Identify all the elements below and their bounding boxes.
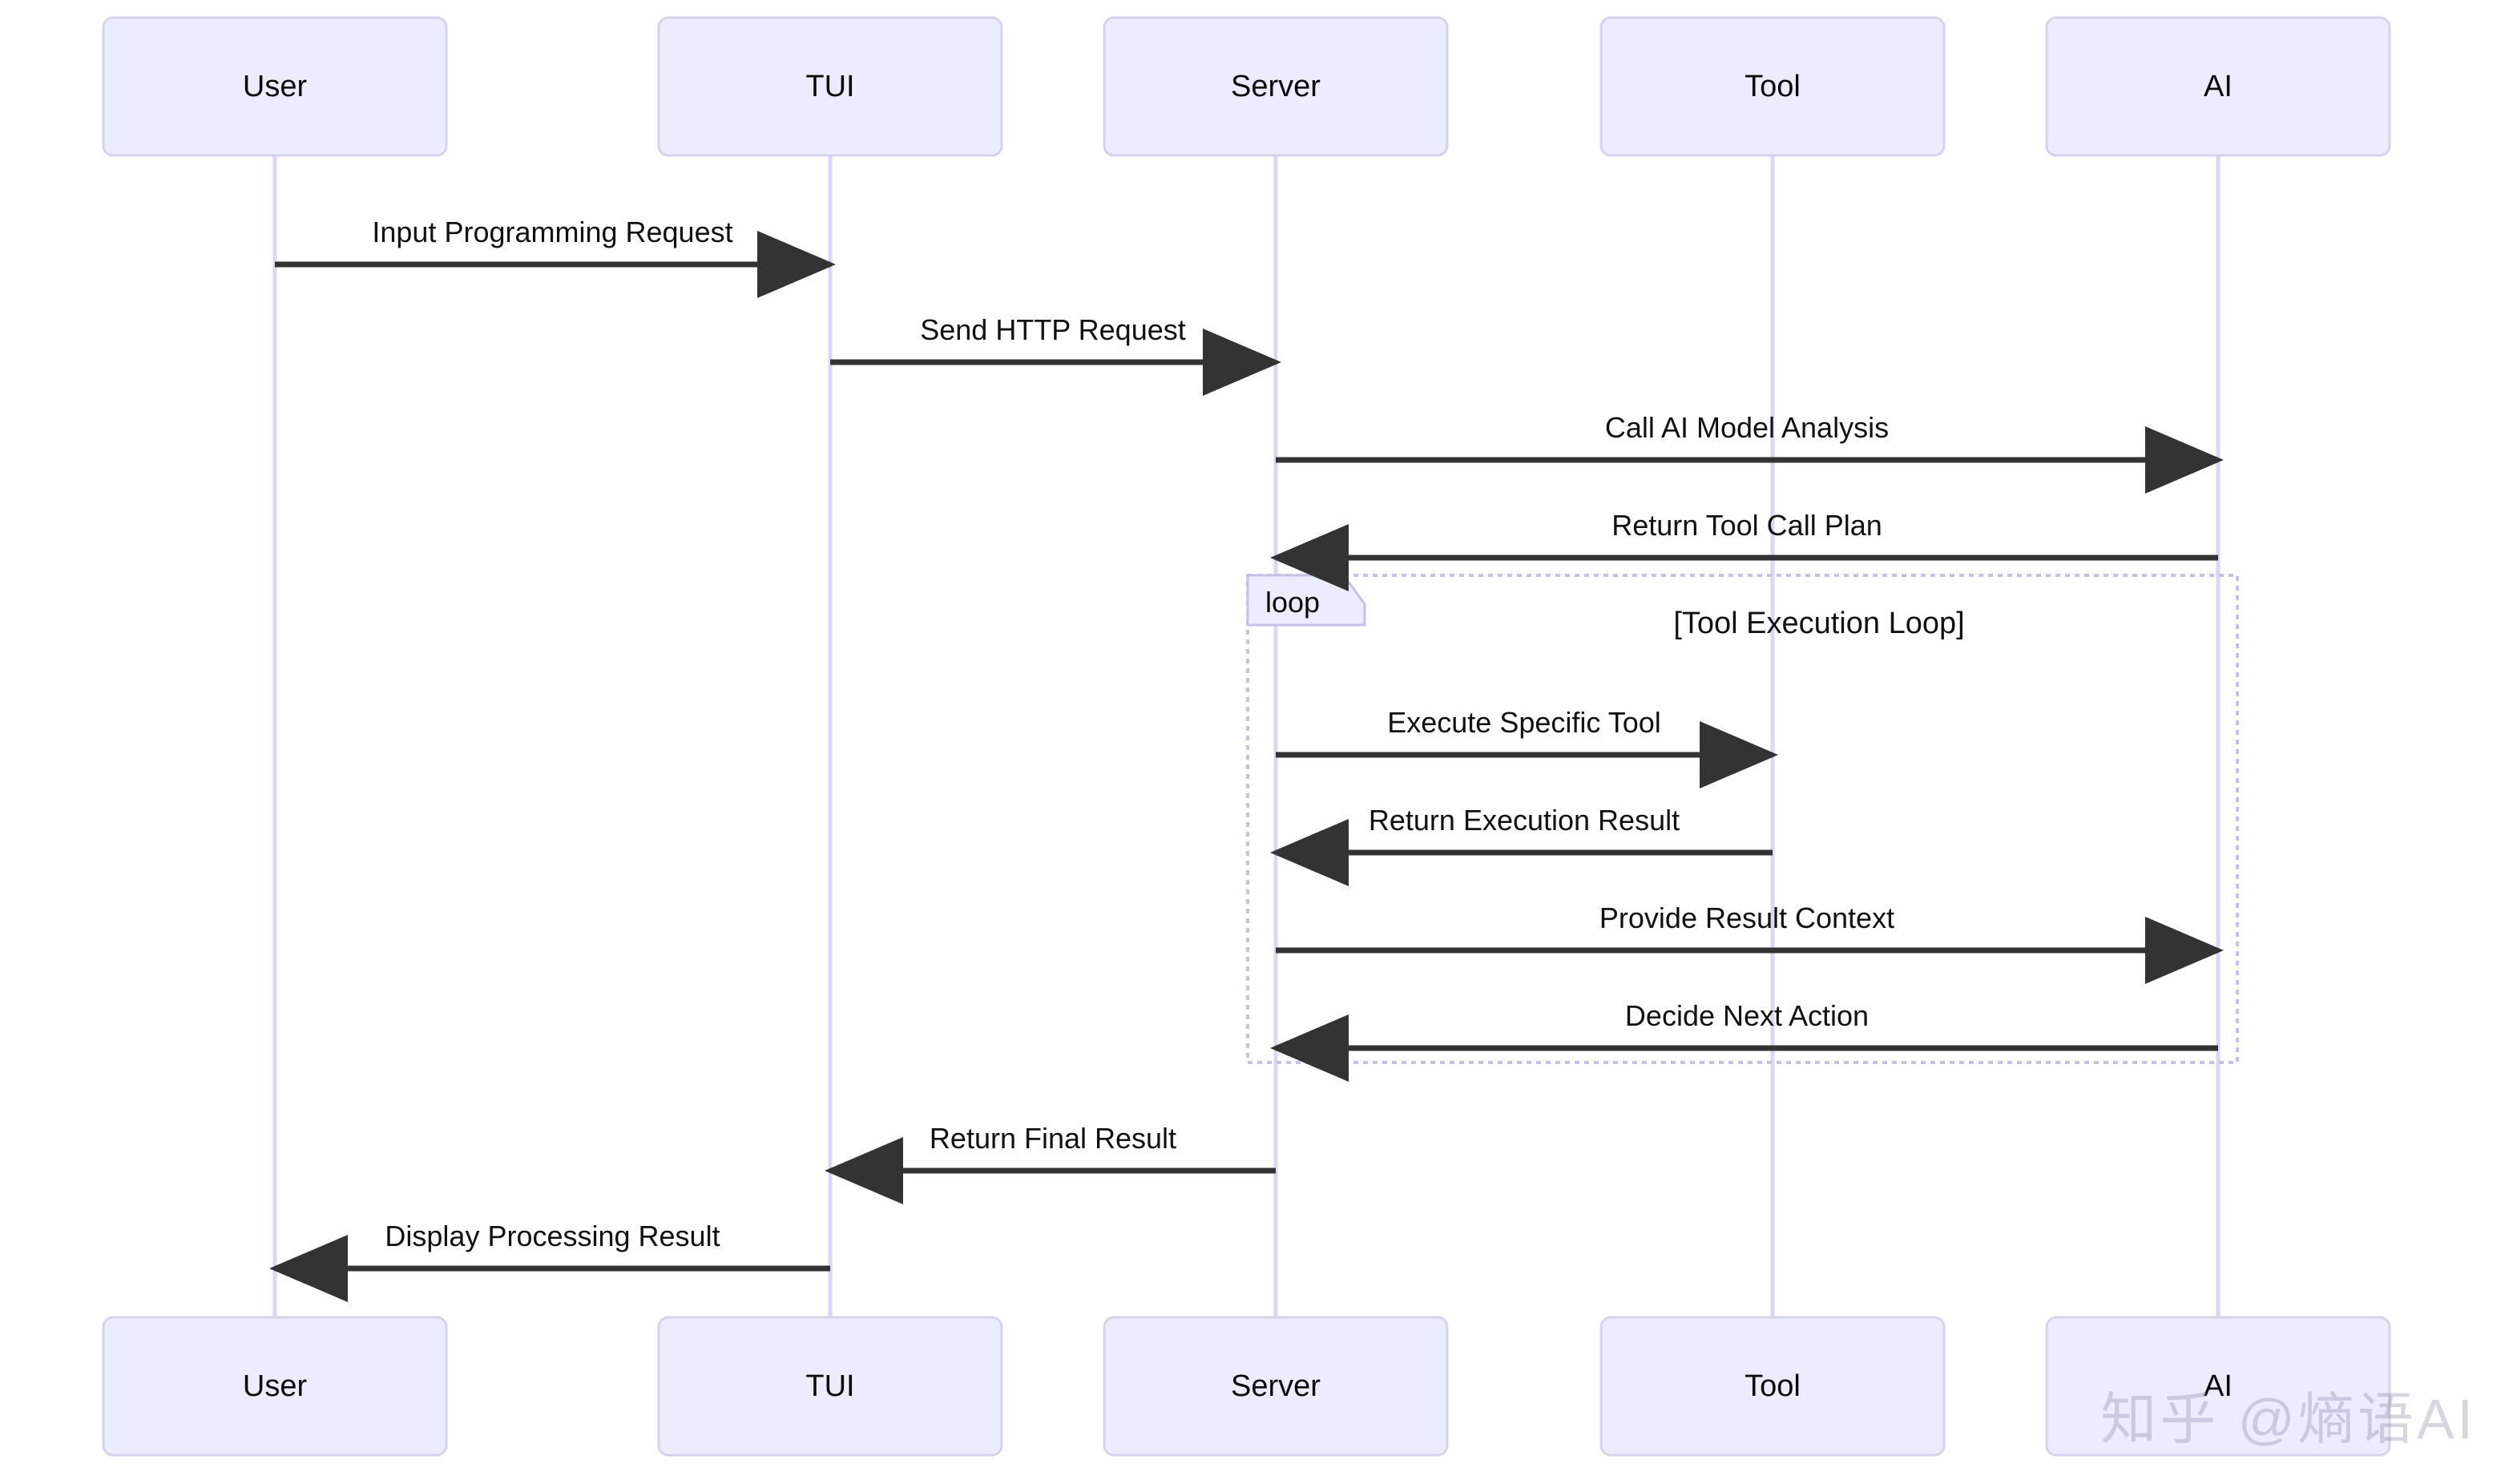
participant-box-ai-bottom[interactable] [2045, 1316, 2391, 1457]
loop-tag-label: loop [1265, 586, 1320, 619]
participant-tui-top[interactable]: TUI [657, 16, 1003, 157]
participant-box-server-bottom[interactable] [1103, 1316, 1449, 1457]
top-participants-group: User TUI Server Tool AI [102, 16, 2391, 157]
message-label-3: Return Tool Call Plan [1611, 509, 1882, 542]
bottom-participants-group: User TUI Server Tool AI [102, 1316, 2391, 1457]
message-0: Input Programming Request [275, 216, 836, 298]
participant-label-ai-bottom: AI [2204, 1369, 2233, 1403]
loop-fragment-border [1246, 574, 2239, 1064]
participant-box-tool-bottom[interactable] [1599, 1316, 1946, 1457]
participant-label-tool-bottom: Tool [1745, 1369, 1801, 1403]
participant-user-top[interactable]: User [102, 16, 448, 157]
participant-tool-bottom[interactable]: Tool [1599, 1316, 1946, 1457]
message-1: Send HTTP Request [830, 313, 1281, 396]
message-8: Return Final Result [825, 1122, 1276, 1204]
participant-server-top[interactable]: Server [1103, 16, 1449, 157]
participant-box-tool-top[interactable] [1599, 16, 1946, 157]
participant-label-tool-top: Tool [1745, 70, 1801, 103]
message-6: Provide Result Context [1276, 901, 2224, 984]
participant-box-ai-top[interactable] [2045, 16, 2391, 157]
participant-box-server-top[interactable] [1103, 16, 1449, 157]
message-label-2: Call AI Model Analysis [1605, 411, 1889, 444]
message-2: Call AI Model Analysis [1276, 411, 2224, 494]
participant-label-server-bottom: Server [1231, 1369, 1321, 1403]
message-7: Decide Next Action [1270, 999, 2218, 1082]
message-3: Return Tool Call Plan [1270, 509, 2218, 591]
participant-box-user-bottom[interactable] [102, 1316, 448, 1457]
participant-box-tui-top[interactable] [657, 16, 1003, 157]
loop-fragment-group: loop [Tool Execution Loop] [1246, 574, 2239, 1064]
participant-label-ai-top: AI [2204, 70, 2233, 103]
message-label-6: Provide Result Context [1599, 901, 1894, 934]
message-label-9: Display Processing Result [385, 1220, 720, 1252]
message-4: Execute Specific Tool [1276, 706, 1778, 788]
participant-tui-bottom[interactable]: TUI [657, 1316, 1003, 1457]
message-5: Return Execution Result [1270, 804, 1773, 886]
message-9: Display Processing Result [269, 1220, 830, 1302]
participant-server-bottom[interactable]: Server [1103, 1316, 1449, 1457]
participant-user-bottom[interactable]: User [102, 1316, 448, 1457]
message-label-4: Execute Specific Tool [1387, 706, 1661, 739]
participant-label-user-bottom: User [243, 1369, 308, 1403]
participant-label-tui-bottom: TUI [805, 1369, 854, 1403]
participant-box-user-top[interactable] [102, 16, 448, 157]
participant-label-user-top: User [243, 70, 308, 103]
participant-label-server-top: Server [1231, 70, 1321, 103]
participant-label-tui-top: TUI [805, 70, 854, 103]
participant-ai-top[interactable]: AI [2045, 16, 2391, 157]
participant-box-tui-bottom[interactable] [657, 1316, 1003, 1457]
message-label-0: Input Programming Request [372, 216, 732, 248]
message-label-5: Return Execution Result [1369, 804, 1680, 837]
message-label-1: Send HTTP Request [920, 313, 1186, 346]
participant-ai-bottom[interactable]: AI [2045, 1316, 2391, 1457]
loop-title-label: [Tool Execution Loop] [1673, 607, 1964, 640]
message-label-8: Return Final Result [930, 1122, 1176, 1155]
participant-tool-top[interactable]: Tool [1599, 16, 1946, 157]
message-label-7: Decide Next Action [1625, 999, 1869, 1032]
